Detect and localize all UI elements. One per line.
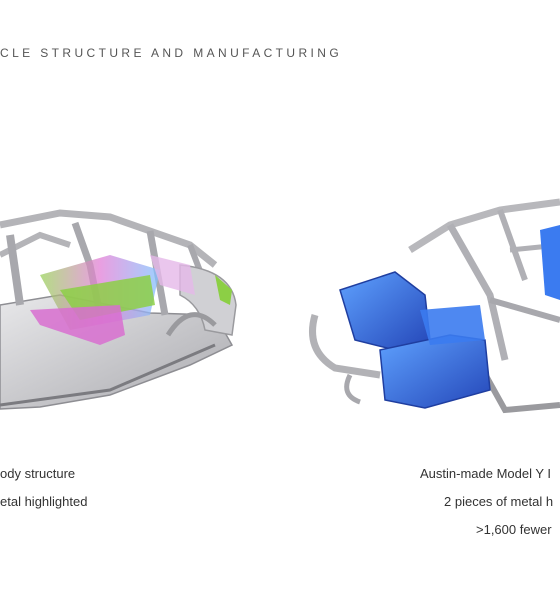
right-caption-line-3: >1,600 fewer xyxy=(476,522,552,537)
right-car-body-illustration xyxy=(309,198,560,414)
left-car-body-illustration xyxy=(0,209,237,410)
left-caption-line-2: etal highlighted xyxy=(0,494,88,509)
right-caption-line-1: Austin-made Model Y I xyxy=(420,466,552,481)
left-caption-line-1: ody structure xyxy=(0,466,76,481)
right-caption-line-2: 2 pieces of metal h xyxy=(444,494,554,509)
section-heading: CLE STRUCTURE AND MANUFACTURING xyxy=(0,46,343,60)
